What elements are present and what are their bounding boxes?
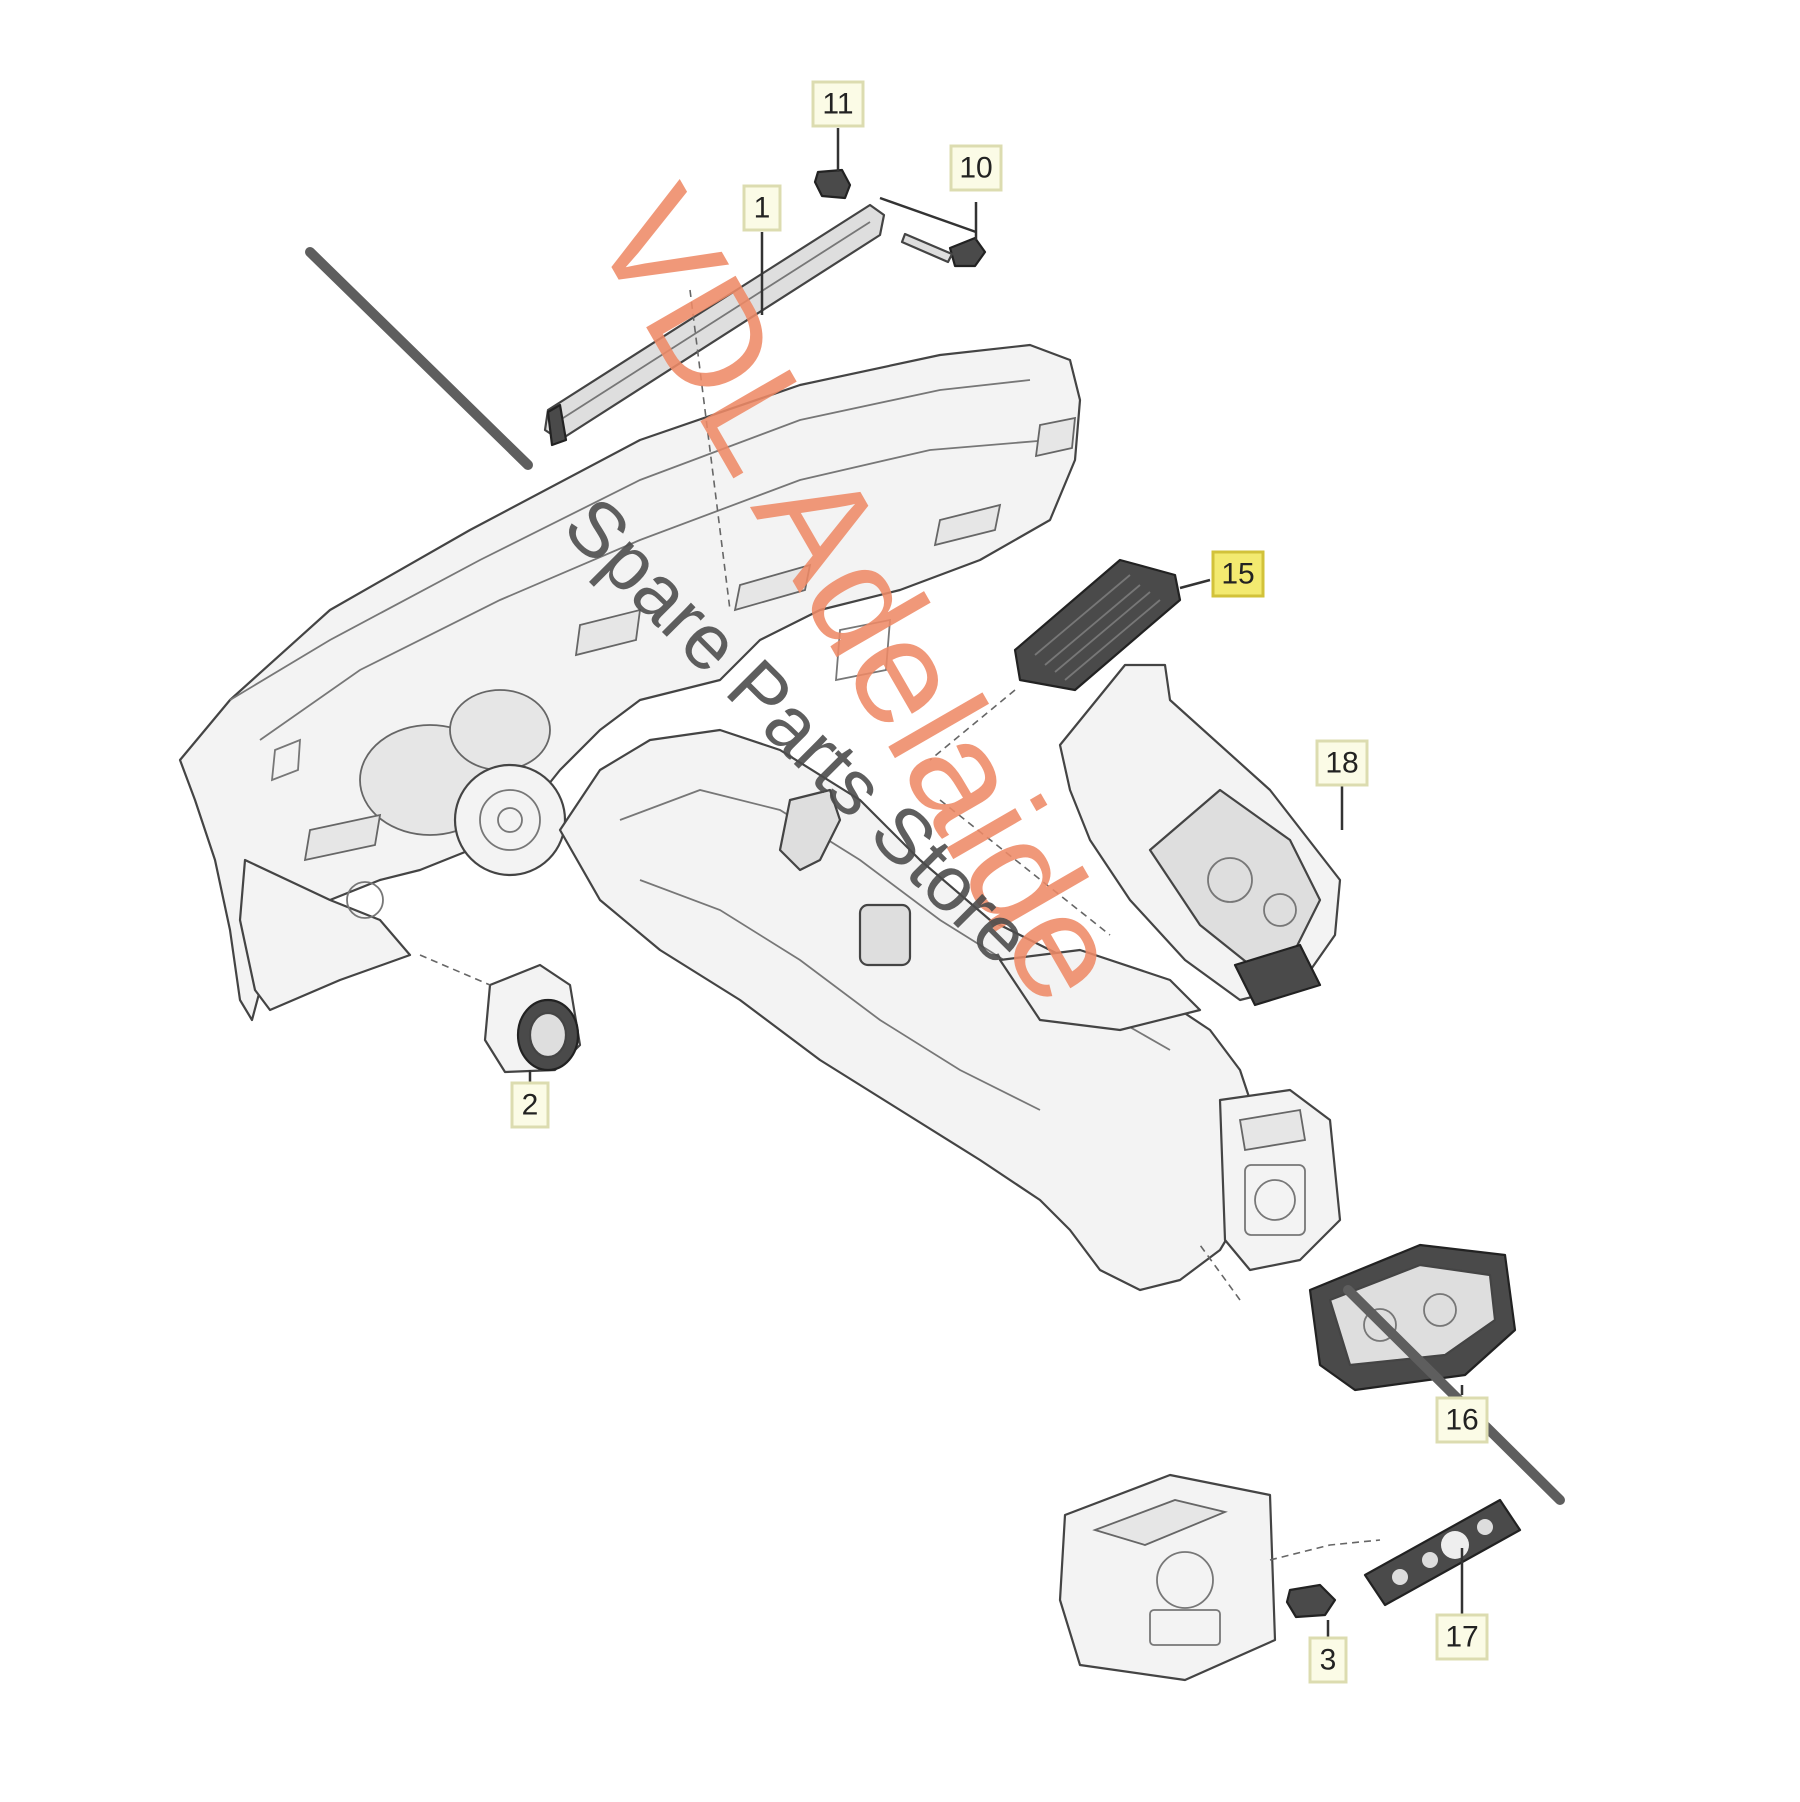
rear-vent-housing (1058, 1473, 1277, 1682)
callout-number: 2 (522, 1089, 539, 1122)
callout-box (1211, 550, 1265, 598)
dashboard-assembly (178, 343, 1082, 1022)
center-console (558, 728, 1342, 1292)
leader-lines (528, 128, 1464, 1640)
callout-number: 18 (1325, 747, 1358, 780)
diagonal-line-top (305, 247, 533, 470)
callout-3: 3 (1308, 1636, 1348, 1684)
assembly-dashed-lines (419, 289, 1381, 1561)
part-10-screw (900, 232, 987, 268)
part-3-small-clip (1285, 1583, 1337, 1619)
callout-17: 17 (1435, 1613, 1489, 1661)
callout-2: 2 (510, 1081, 550, 1129)
callout-16: 16 (1435, 1396, 1489, 1444)
callout-number: 16 (1445, 1404, 1478, 1437)
callout-11: 11 (811, 80, 865, 128)
part-18-console-trim (1058, 663, 1342, 1007)
callout-box (811, 80, 865, 128)
part-16-rear-control-unit (1308, 1243, 1517, 1392)
callout-box (1315, 739, 1369, 787)
callout-box (510, 1081, 550, 1129)
callout-18: 18 (1315, 739, 1369, 787)
part-15-switch-panel (1013, 558, 1182, 692)
callout-box (1308, 1636, 1348, 1684)
part-1-vent-strip (543, 203, 886, 447)
callout-number: 10 (959, 152, 992, 185)
part-17-rear-switch-panel (1363, 1498, 1522, 1607)
part-2-round-vent (483, 963, 582, 1074)
callout-box (1435, 1613, 1489, 1661)
callout-number: 17 (1445, 1621, 1478, 1654)
callout-number: 15 (1221, 558, 1254, 591)
callout-labels: 1 2 3 10 11 15 16 17 18 (510, 80, 1489, 1684)
diagonal-line-bottom (1343, 1285, 1565, 1505)
callout-1: 1 (742, 184, 782, 232)
callout-box (1435, 1396, 1489, 1444)
callout-10: 10 (949, 144, 1003, 192)
callout-15: 15 (1211, 550, 1265, 598)
callout-number: 1 (754, 192, 771, 225)
part-11-clip (813, 168, 852, 200)
callout-number: 3 (1320, 1644, 1337, 1677)
callout-box (742, 184, 782, 232)
callout-number: 11 (822, 88, 853, 121)
callout-box (949, 144, 1003, 192)
